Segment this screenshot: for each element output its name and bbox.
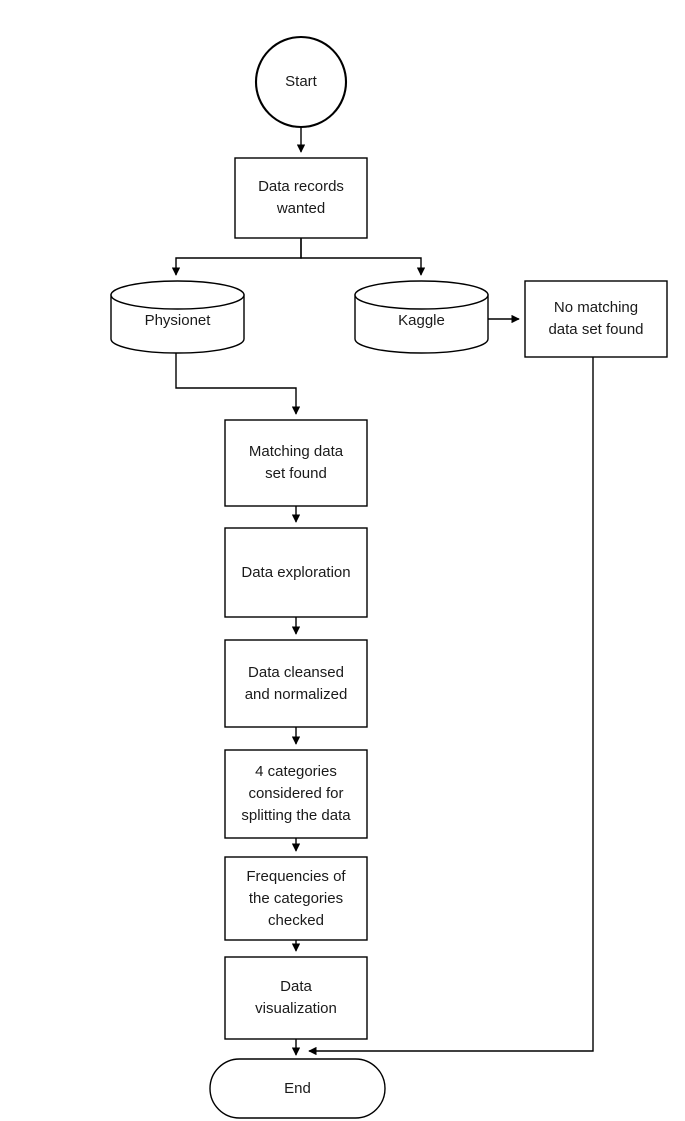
node-four-categories-shape[interactable] — [224, 749, 368, 839]
node-frequencies-shape[interactable] — [224, 856, 368, 941]
node-kaggle-shape[interactable] — [354, 280, 489, 354]
edge-data-records-to-physionet — [171, 238, 302, 276]
node-data-exploration-shape[interactable] — [224, 527, 368, 618]
edge-no-matching-to-end — [308, 357, 594, 1056]
edge-layer — [171, 127, 594, 1056]
node-end-shape[interactable] — [209, 1058, 386, 1119]
node-physionet-shape[interactable] — [110, 280, 245, 354]
node-layer — [110, 35, 668, 1119]
node-data-records-wanted-shape[interactable] — [234, 157, 368, 239]
node-matching-found-shape[interactable] — [224, 419, 368, 507]
node-no-matching-shape[interactable] — [524, 280, 668, 358]
node-start-shape[interactable] — [254, 35, 348, 129]
edge-data-records-to-kaggle — [300, 238, 426, 276]
node-data-visualization-shape[interactable] — [224, 956, 368, 1040]
node-data-cleansed-shape[interactable] — [224, 639, 368, 728]
edge-physionet-to-matching-found — [175, 353, 301, 415]
